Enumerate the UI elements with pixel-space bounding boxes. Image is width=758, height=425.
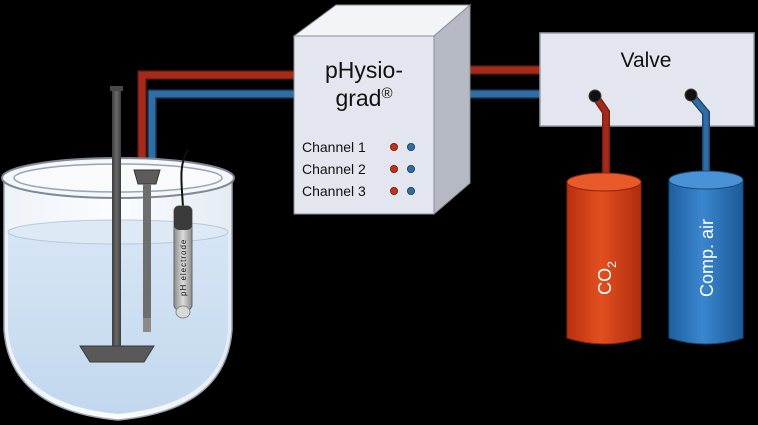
electrode-bulb bbox=[175, 305, 191, 319]
channel-3-red-dot bbox=[389, 186, 398, 195]
device-front-face bbox=[293, 35, 435, 215]
air-line bbox=[689, 93, 709, 178]
device-name-line1: pHysio- bbox=[325, 57, 403, 83]
channel-3-label: Channel 3 bbox=[302, 183, 366, 199]
cylinder-lines bbox=[588, 88, 710, 178]
channel-2-blue-dot bbox=[406, 164, 415, 173]
inlet-tube bbox=[143, 184, 151, 332]
electrode-label: pH electrode bbox=[179, 239, 188, 296]
channel-1-blue-dot bbox=[406, 142, 415, 151]
red-tube bbox=[139, 72, 295, 172]
stirrer-shaft bbox=[112, 88, 121, 350]
inlet-connector bbox=[133, 169, 161, 185]
stirrer-blade bbox=[79, 345, 155, 363]
co2-label: CO2 bbox=[595, 261, 619, 295]
trademark-symbol: ® bbox=[381, 85, 392, 102]
air-label: Comp. air bbox=[697, 219, 717, 297]
co2-valve-port bbox=[588, 89, 602, 103]
tubing-to-device bbox=[137, 70, 295, 172]
electrode-cable bbox=[180, 149, 189, 209]
device-side-face bbox=[433, 3, 471, 216]
air-valve-port bbox=[684, 88, 698, 102]
valve-body bbox=[539, 32, 755, 127]
channel-1-label: Channel 1 bbox=[302, 139, 366, 155]
air-cylinder: Comp. air bbox=[668, 170, 744, 345]
channel-2-red-dot bbox=[389, 164, 398, 173]
channel-2-label: Channel 2 bbox=[302, 161, 366, 177]
valve: Valve bbox=[539, 32, 755, 127]
channel-list: Channel 1 Channel 2 Channel 3 bbox=[302, 139, 415, 199]
co2-cylinder-top bbox=[566, 172, 642, 192]
ph-electrode: pH electrode bbox=[173, 149, 193, 319]
valve-label: Valve bbox=[621, 49, 672, 72]
device-name-line2: grad® bbox=[335, 85, 392, 111]
co2-cylinder: CO2 bbox=[566, 172, 642, 345]
channel-1-red-dot bbox=[389, 142, 398, 151]
stirrer bbox=[79, 86, 155, 363]
air-cylinder-top bbox=[668, 170, 744, 190]
channel-3-blue-dot bbox=[406, 186, 415, 195]
gas-inlet bbox=[133, 169, 161, 332]
physiograd-device: pHysio- grad® Channel 1 Channel 2 Channe… bbox=[292, 3, 472, 216]
blue-tube bbox=[149, 91, 295, 172]
